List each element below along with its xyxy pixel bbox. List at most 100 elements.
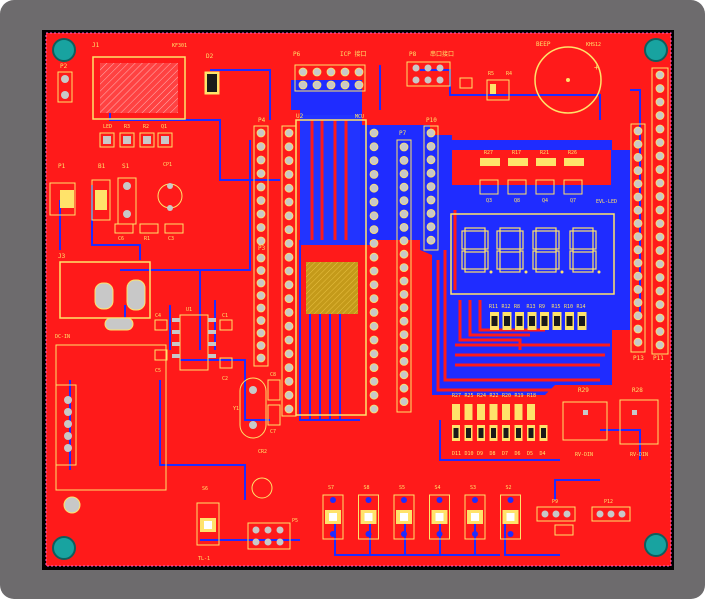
- p4b-pin: [284, 390, 294, 400]
- led-label: D8: [490, 451, 496, 457]
- p4b-pin: [284, 238, 294, 248]
- label-p5: P5: [292, 518, 298, 524]
- led-resistor-label: R18: [527, 393, 536, 399]
- label-r3: R3: [124, 124, 130, 130]
- p7-pin: [399, 356, 409, 366]
- seg-resistor-body: [529, 316, 535, 326]
- p11-pin: [655, 138, 665, 147]
- mcu-pin: [369, 197, 379, 207]
- header-p6-pins: [298, 67, 364, 90]
- p13-pin: [633, 284, 643, 294]
- p11-pin: [655, 70, 665, 80]
- p11-pin: [655, 340, 665, 350]
- tact-switch-outline: [358, 494, 379, 540]
- p6a-pin: [354, 67, 364, 77]
- digit-segment: [532, 250, 537, 270]
- digit-segment: [496, 250, 501, 270]
- mcu-pin: [369, 280, 379, 290]
- p4b-pin: [284, 169, 294, 179]
- label-p8-value: 串口接口: [430, 50, 454, 58]
- label-q3: Q3: [486, 198, 492, 204]
- label-c1: C1: [222, 313, 228, 319]
- p7-pin: [399, 330, 409, 340]
- p3-pin: [256, 253, 266, 263]
- p4b-pin: [284, 183, 294, 193]
- p4-pin: [256, 209, 266, 219]
- tact-switch-actuator: [471, 513, 479, 521]
- p10-pin: [426, 235, 436, 245]
- label-r29: R29: [578, 387, 589, 394]
- digit-segment: [499, 227, 521, 232]
- digit-segment: [535, 268, 557, 273]
- label-p10: P10: [426, 117, 437, 124]
- seg-resistor-body: [554, 316, 560, 326]
- led-label: D5: [527, 451, 533, 457]
- seg-resistor-body: [541, 316, 548, 326]
- tact-switch-via: [436, 531, 443, 537]
- label-r2: R2: [143, 124, 149, 130]
- p6a-pin: [340, 67, 350, 77]
- p7-pin: [399, 142, 409, 152]
- p4b-pin: [284, 307, 294, 317]
- tact-switch-via: [436, 497, 443, 503]
- mcu-pin: [369, 294, 379, 304]
- digit-segment: [555, 250, 560, 270]
- led-label: D6: [515, 451, 521, 457]
- digit-segment: [532, 230, 537, 250]
- p4b-pin: [284, 197, 294, 207]
- label-s1: S1: [122, 163, 130, 170]
- seg-resistor-body: [579, 316, 585, 326]
- p11-pin: [655, 151, 665, 161]
- p13-pin: [633, 337, 643, 347]
- p7-pin: [399, 222, 409, 232]
- led-lens: [478, 428, 484, 438]
- p11-pin: [655, 205, 665, 215]
- p13-pin: [633, 126, 643, 136]
- p4b-pin: [284, 294, 294, 304]
- p13-pin: [633, 298, 643, 308]
- p3-pin: [256, 291, 266, 300]
- p6a-pin: [326, 67, 336, 77]
- seg-resistor-label: R14: [577, 304, 586, 310]
- p13-pin: [633, 218, 643, 228]
- led-lens: [453, 428, 459, 438]
- p7-pin: [399, 182, 409, 192]
- digit-dot: [560, 270, 564, 274]
- seven-segment-digits: [461, 227, 601, 274]
- digit-segment: [535, 248, 557, 253]
- p7-pin: [399, 263, 409, 273]
- mount-hole-top-right: [644, 38, 668, 62]
- p3-pin: [256, 353, 266, 363]
- seg-resistor-body: [566, 316, 573, 326]
- digit-segment: [461, 250, 466, 270]
- label-b1: B1: [98, 163, 106, 170]
- tact-switch-actuator: [364, 513, 373, 521]
- connector-p2: [57, 71, 73, 103]
- tact-switch-via: [472, 531, 478, 537]
- p4b-pin: [284, 376, 294, 386]
- mcu-pin: [369, 335, 379, 345]
- tact-switch-label: S3: [470, 485, 476, 491]
- label-evl: EVL-LED: [596, 199, 617, 205]
- header-p11: [651, 67, 669, 355]
- label-p2: P2: [60, 63, 68, 70]
- p10-pin: [426, 208, 436, 218]
- p3-pin: [256, 266, 266, 275]
- tact-switch-actuator: [435, 513, 444, 521]
- led-label: D9: [477, 451, 483, 457]
- p4b-pin: [284, 335, 294, 345]
- mcu-pin: [369, 307, 379, 317]
- header-p9: [536, 506, 576, 536]
- tact-switch-actuator: [400, 513, 408, 521]
- led-resistor-label: R25: [465, 393, 474, 399]
- p7-pin: [399, 209, 409, 219]
- digit-segment: [484, 250, 489, 270]
- header-p10: [423, 125, 439, 251]
- p4b-pin: [284, 349, 294, 359]
- led-resistor-label: R27: [452, 393, 461, 399]
- header-p12: [591, 506, 631, 522]
- led-resistor: [464, 404, 473, 420]
- label-p3: P3: [258, 245, 266, 252]
- tact-switch-outline: [500, 494, 521, 540]
- label-p1: P1: [58, 163, 66, 170]
